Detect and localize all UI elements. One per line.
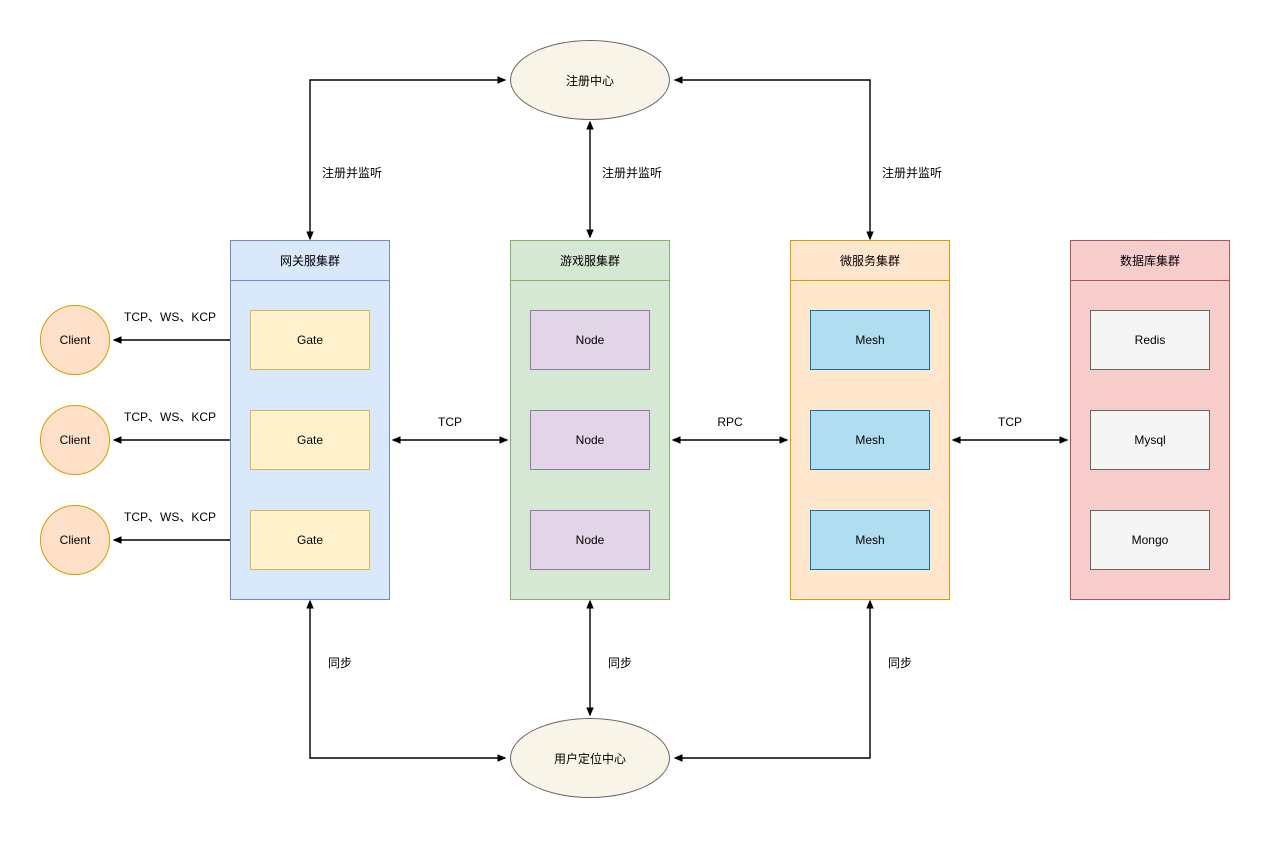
mesh-box: Mesh — [810, 510, 930, 570]
client-label: Client — [59, 533, 91, 547]
node-box: Node — [530, 510, 650, 570]
gate-box: Gate — [250, 310, 370, 370]
cluster-database: 数据库集群 Redis Mysql Mongo — [1070, 240, 1230, 600]
client-circle: Client — [40, 405, 110, 475]
edge-label-sync: 同步 — [888, 656, 913, 670]
edge-label-tcp: TCP — [438, 415, 462, 429]
client-label: Client — [59, 433, 91, 447]
edge-label-client-protocol: TCP、WS、KCP — [123, 310, 217, 324]
edge-label-sync: 同步 — [608, 656, 633, 670]
cluster-database-title: 数据库集群 — [1071, 241, 1229, 281]
redis-box: Redis — [1090, 310, 1210, 370]
mesh-box: Mesh — [810, 310, 930, 370]
registry-center-ellipse: 注册中心 — [510, 40, 670, 120]
cluster-microservice-title: 微服务集群 — [791, 241, 949, 281]
cluster-microservice: 微服务集群 Mesh Mesh Mesh — [790, 240, 950, 600]
edge-label-register-listen: 注册并监听 — [322, 166, 383, 180]
cluster-game-title: 游戏服集群 — [511, 241, 669, 281]
edge-label-client-protocol: TCP、WS、KCP — [123, 510, 217, 524]
client-label: Client — [59, 333, 91, 347]
location-center-label: 用户定位中心 — [553, 751, 626, 766]
client-circle: Client — [40, 505, 110, 575]
cluster-game: 游戏服集群 Node Node Node — [510, 240, 670, 600]
registry-center-label: 注册中心 — [565, 73, 614, 88]
edge-gateway-location — [306, 599, 507, 762]
edge-mesh-registry — [673, 76, 874, 241]
client-circle: Client — [40, 305, 110, 375]
edge-label-sync: 同步 — [328, 656, 353, 670]
edge-mesh-location — [673, 599, 874, 762]
cluster-gateway: 网关服集群 Gate Gate Gate — [230, 240, 390, 600]
cluster-gateway-title: 网关服集群 — [231, 241, 389, 281]
mongo-box: Mongo — [1090, 510, 1210, 570]
gate-box: Gate — [250, 510, 370, 570]
edge-label-tcp: TCP — [998, 415, 1022, 429]
location-center-ellipse: 用户定位中心 — [510, 718, 670, 798]
gate-box: Gate — [250, 410, 370, 470]
mesh-box: Mesh — [810, 410, 930, 470]
edge-label-register-listen: 注册并监听 — [602, 166, 663, 180]
edge-gateway-registry — [306, 76, 507, 241]
mysql-box: Mysql — [1090, 410, 1210, 470]
node-box: Node — [530, 310, 650, 370]
edge-label-client-protocol: TCP、WS、KCP — [123, 410, 217, 424]
edge-label-register-listen: 注册并监听 — [882, 166, 943, 180]
edge-label-rpc: RPC — [717, 415, 743, 429]
node-box: Node — [530, 410, 650, 470]
